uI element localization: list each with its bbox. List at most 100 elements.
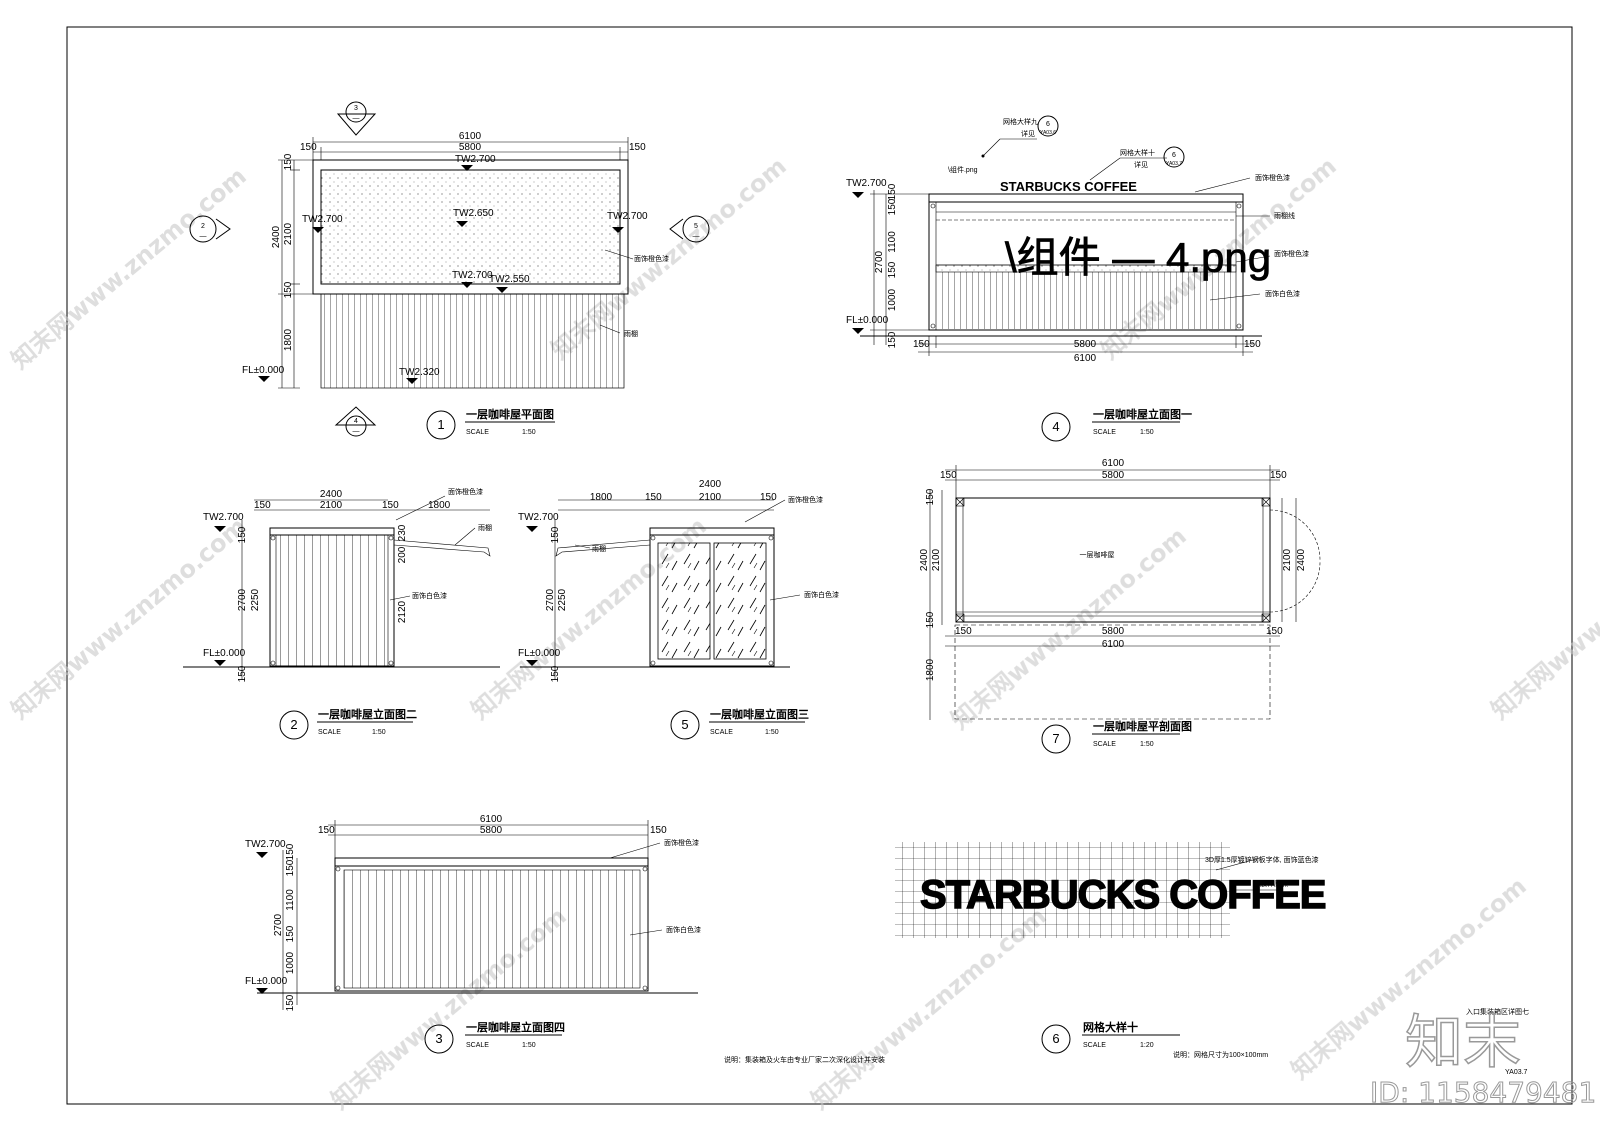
level: FL±0.000 xyxy=(242,365,285,376)
svg-text:面饰白色漆: 面饰白色漆 xyxy=(1265,289,1300,298)
svg-text:SCALE: SCALE xyxy=(1083,1042,1106,1049)
svg-text:1100: 1100 xyxy=(285,889,296,911)
drawing-number-circle xyxy=(426,410,456,440)
dim-v: 2400 xyxy=(271,225,282,248)
level: TW2.700 xyxy=(455,154,496,165)
dim-v: 150 xyxy=(283,153,294,170)
level: TW2.700 xyxy=(302,214,343,225)
section-mark: 4 — xyxy=(334,406,377,437)
svg-text:1100: 1100 xyxy=(887,231,898,253)
svg-text:150: 150 xyxy=(887,331,898,348)
dim-side: 150 xyxy=(629,142,646,153)
svg-text:放样原点: 放样原点 xyxy=(1260,879,1288,888)
svg-text:—: — xyxy=(353,428,360,435)
sign-letters: STARBUCKS COFFEE xyxy=(920,873,1326,917)
svg-text:2700: 2700 xyxy=(545,588,556,611)
svg-text:2100: 2100 xyxy=(320,500,343,511)
level: TW2.700 xyxy=(518,512,559,523)
svg-text:—: — xyxy=(353,115,360,122)
svg-text:2100: 2100 xyxy=(1282,548,1293,571)
sheet-border xyxy=(66,26,1573,1105)
dim-v: 1800 xyxy=(283,328,294,351)
svg-text:6100: 6100 xyxy=(1102,458,1125,469)
level: TW2.650 xyxy=(453,208,494,219)
callout-label: 网格大样十 xyxy=(1120,148,1155,157)
svg-text:1:50: 1:50 xyxy=(1140,741,1154,748)
level: FL±0.000 xyxy=(518,648,561,659)
svg-text:2250: 2250 xyxy=(557,588,568,611)
svg-text:150: 150 xyxy=(550,665,561,682)
svg-text:面饰橙色漆: 面饰橙色漆 xyxy=(448,487,483,496)
dim-side: 150 xyxy=(300,142,317,153)
note-paint: 面饰橙色漆 xyxy=(634,254,669,263)
drawing-title: 网格大样十 xyxy=(1083,1020,1138,1034)
sheet-name: 入口集装箱区详图七 xyxy=(1466,1007,1529,1016)
svg-text:3: 3 xyxy=(354,105,358,112)
svg-text:150: 150 xyxy=(1270,470,1287,481)
svg-text:200: 200 xyxy=(397,546,408,563)
svg-text:150: 150 xyxy=(913,339,930,350)
svg-text:150: 150 xyxy=(285,843,296,860)
svg-text:150: 150 xyxy=(887,183,898,200)
svg-text:YA03.6: YA03.6 xyxy=(1040,130,1056,136)
note-canopy: 雨棚 xyxy=(624,329,638,338)
svg-text:详见: 详见 xyxy=(1021,129,1035,138)
svg-text:SCALE: SCALE xyxy=(318,729,341,736)
svg-text:SCALE: SCALE xyxy=(1093,741,1116,748)
level: TW2.700 xyxy=(607,211,648,222)
svg-text:150: 150 xyxy=(318,825,335,836)
svg-text:230: 230 xyxy=(397,524,408,541)
general-note: 说明：集装箱及火车由专业厂家二次深化设计并安装 xyxy=(724,1055,885,1064)
svg-text:1800: 1800 xyxy=(428,500,451,511)
svg-text:150: 150 xyxy=(955,626,972,637)
svg-text:—: — xyxy=(200,233,207,240)
svg-text:6100: 6100 xyxy=(480,814,503,825)
svg-text:5: 5 xyxy=(694,223,698,230)
drawing-5-elevation: 2400 2100 1800 150 150 150 2700 2250 150… xyxy=(518,479,839,740)
svg-text:6: 6 xyxy=(1172,152,1176,159)
svg-text:1800: 1800 xyxy=(590,492,613,503)
svg-text:详见: 详见 xyxy=(1134,160,1148,169)
svg-text:1000: 1000 xyxy=(887,288,898,311)
drawing-number: 6 xyxy=(1052,1031,1059,1046)
component-image-placeholder: \组件 — 4.png xyxy=(1005,234,1271,281)
svg-text:150: 150 xyxy=(925,611,936,628)
level: TW2.700 xyxy=(203,512,244,523)
svg-text:面饰白色漆: 面饰白色漆 xyxy=(666,925,701,934)
svg-text:2: 2 xyxy=(201,223,205,230)
svg-text:2400: 2400 xyxy=(320,489,343,500)
svg-text:150: 150 xyxy=(254,500,271,511)
drawing-number: 4 xyxy=(1052,419,1059,434)
watermark-id: ID: 1158479481 xyxy=(1370,1076,1596,1109)
dim-inner: 5800 xyxy=(459,142,482,153)
svg-text:2400: 2400 xyxy=(919,548,930,571)
drawing-number: 2 xyxy=(290,717,297,732)
watermark-group: 知末网www.znzmo.com 知末网www.znzmo.com 知末网www… xyxy=(6,152,1600,1115)
svg-text:面饰白色漆: 面饰白色漆 xyxy=(804,590,839,599)
svg-text:150: 150 xyxy=(925,488,936,505)
svg-text:2400: 2400 xyxy=(1296,548,1307,571)
svg-text:—: — xyxy=(693,233,700,240)
svg-text:6100: 6100 xyxy=(1102,639,1125,650)
watermark-text: 知末网www.znzmo.com xyxy=(1486,512,1600,725)
svg-text:150: 150 xyxy=(887,198,898,215)
drawing-number: 3 xyxy=(435,1031,442,1046)
level: TW2.700 xyxy=(245,839,286,850)
watermark-text: 知末网www.znzmo.com xyxy=(6,162,252,375)
svg-text:150: 150 xyxy=(1266,626,1283,637)
svg-text:5800: 5800 xyxy=(1102,470,1125,481)
svg-text:面饰白色漆: 面饰白色漆 xyxy=(412,591,447,600)
svg-text:2250: 2250 xyxy=(250,588,261,611)
svg-text:150: 150 xyxy=(237,526,248,543)
svg-text:150: 150 xyxy=(382,500,399,511)
svg-text:1000: 1000 xyxy=(285,951,296,974)
drawing-title: 一层咖啡屋立面图四 xyxy=(466,1020,565,1034)
svg-text:2700: 2700 xyxy=(273,913,284,936)
png-note: \组件.png xyxy=(948,165,978,174)
svg-text:150: 150 xyxy=(645,492,662,503)
level: TW2.320 xyxy=(399,367,440,378)
svg-text:5800: 5800 xyxy=(1102,626,1125,637)
svg-text:面饰橙色漆: 面饰橙色漆 xyxy=(1255,173,1290,182)
svg-text:1:20: 1:20 xyxy=(1140,1042,1154,1049)
